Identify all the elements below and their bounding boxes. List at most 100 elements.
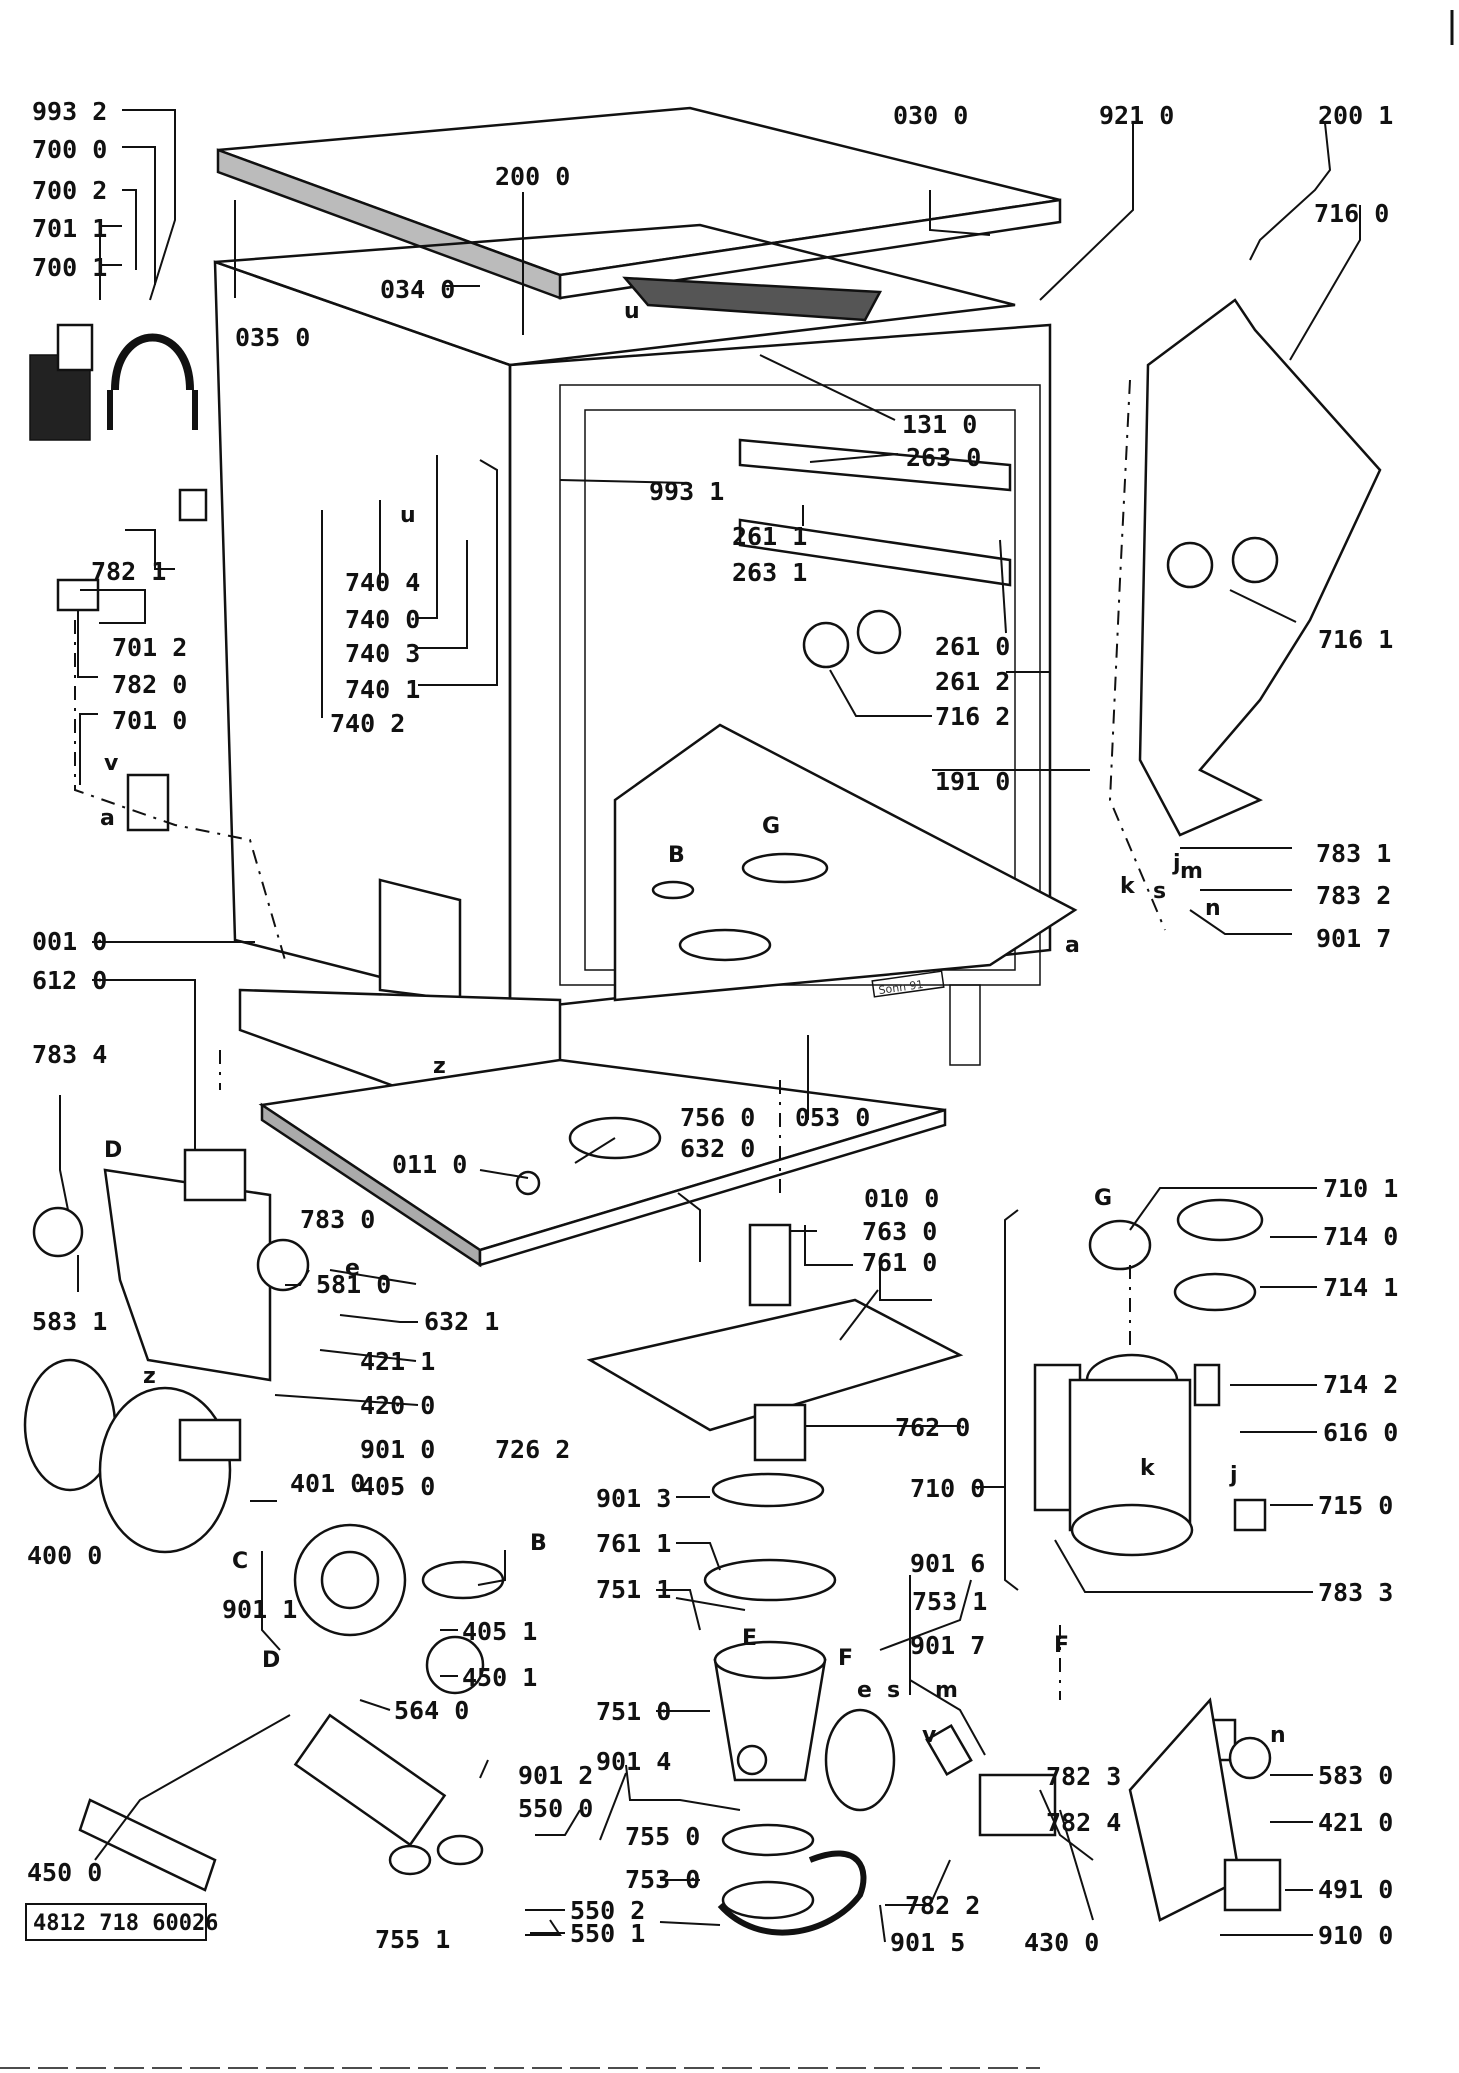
label-782-1: 782 1 (91, 557, 166, 586)
label-714-2: 714 2 (1323, 1370, 1398, 1399)
letter-n: n (1270, 1723, 1286, 1748)
label-200-0: 200 0 (495, 162, 570, 191)
label-753-0: 753 0 (625, 1865, 700, 1894)
label-700-0: 700 0 (32, 135, 107, 164)
label-740-1: 740 1 (345, 675, 420, 704)
label-263-0: 263 0 (906, 443, 981, 472)
label-421-0: 421 0 (1318, 1808, 1393, 1837)
letter-m: m (1180, 859, 1203, 884)
label-763-0: 763 0 (862, 1217, 937, 1246)
label-261-0: 261 0 (935, 632, 1010, 661)
label-401-0: 401 0 (290, 1469, 365, 1498)
label-715-0: 715 0 (1318, 1491, 1393, 1520)
letter-B: B (530, 1531, 547, 1556)
letter-n: n (1205, 896, 1221, 921)
label-751-1: 751 1 (596, 1575, 671, 1604)
label-131-0: 131 0 (902, 410, 977, 439)
label-491-0: 491 0 (1318, 1875, 1393, 1904)
label-612-0: 612 0 (32, 966, 107, 995)
label-564-0: 564 0 (394, 1696, 469, 1725)
sump-assembly (586, 1223, 964, 1936)
label-782-4: 782 4 (1046, 1808, 1121, 1837)
letter-D: D (262, 1648, 280, 1673)
left-hose-assembly (29, 323, 208, 832)
letter-C: C (232, 1549, 248, 1574)
label-701-2: 701 2 (112, 633, 187, 662)
letter-j: j (1229, 1463, 1238, 1488)
letter-u: u (624, 299, 640, 324)
label-632-1: 632 1 (424, 1307, 499, 1336)
label-581-0: 581 0 (316, 1270, 391, 1299)
label-726-2: 726 2 (495, 1435, 570, 1464)
leader-lines (59, 109, 1361, 1943)
label-035-0: 035 0 (235, 323, 310, 352)
label-550-2: 550 2 (570, 1896, 645, 1925)
connection-letters: u u v a B G j k s m n a z z D D e e C B … (100, 299, 1286, 1748)
letter-E: E (742, 1626, 757, 1651)
document-reference-number: 4812 718 60026 (33, 1911, 218, 1936)
label-714-0: 714 0 (1323, 1222, 1398, 1251)
label-716-1: 716 1 (1318, 625, 1393, 654)
label-001-0: 001 0 (32, 927, 107, 956)
heater-tube (293, 1713, 484, 1876)
letter-e: e (857, 1678, 872, 1703)
label-632-0: 632 0 (680, 1134, 755, 1163)
label-030-0: 030 0 (893, 101, 968, 130)
label-761-1: 761 1 (596, 1529, 671, 1558)
label-550-0: 550 0 (518, 1794, 593, 1823)
label-716-2: 716 2 (935, 702, 1010, 731)
label-783-4: 783 4 (32, 1040, 107, 1069)
label-901-5: 901 5 (890, 1928, 965, 1957)
drawing-stamp: Sonn 91 (871, 970, 945, 998)
label-901-7b: 901 7 (910, 1631, 985, 1660)
document-reference-box: 4812 718 60026 (25, 1903, 218, 1941)
label-261-1: 261 1 (732, 522, 807, 551)
label-901-4: 901 4 (596, 1747, 671, 1776)
letter-F: F (1054, 1633, 1069, 1658)
cabinet-body (213, 223, 1078, 1132)
valve-and-bracket (824, 1697, 1282, 1922)
label-450-0: 450 0 (27, 1858, 102, 1887)
letter-a: a (100, 806, 115, 831)
label-993-2: 993 2 (32, 97, 107, 126)
letter-a: a (1065, 933, 1080, 958)
label-782-2: 782 2 (905, 1891, 980, 1920)
letter-k: k (1120, 874, 1136, 899)
letter-e: e (345, 1256, 360, 1281)
label-710-1: 710 1 (1323, 1174, 1398, 1203)
label-420-0: 420 0 (360, 1391, 435, 1420)
motor-pump (23, 1358, 505, 1892)
label-783-3: 783 3 (1318, 1578, 1393, 1607)
label-740-3: 740 3 (345, 639, 420, 668)
label-701-0: 701 0 (112, 706, 187, 735)
letter-s: s (1153, 879, 1166, 904)
letter-s: s (887, 1678, 900, 1703)
label-740-4: 740 4 (345, 568, 420, 597)
label-910-0: 910 0 (1318, 1921, 1393, 1950)
label-740-0: 740 0 (345, 605, 420, 634)
label-405-0: 405 0 (360, 1472, 435, 1501)
label-901-6: 901 6 (910, 1549, 985, 1578)
label-901-2: 901 2 (518, 1761, 593, 1790)
label-783-0: 783 0 (300, 1205, 375, 1234)
letter-j: j (1172, 851, 1181, 876)
label-714-1: 714 1 (1323, 1273, 1398, 1302)
label-191-0: 191 0 (935, 767, 1010, 796)
letter-v: v (104, 751, 119, 776)
label-450-1: 450 1 (462, 1663, 537, 1692)
label-921-0: 921 0 (1099, 101, 1174, 130)
label-430-0: 430 0 (1024, 1928, 1099, 1957)
label-200-1: 200 1 (1318, 101, 1393, 130)
label-583-0: 583 0 (1318, 1761, 1393, 1790)
label-753-1: 753 1 (912, 1587, 987, 1616)
label-783-2: 783 2 (1316, 881, 1391, 910)
letter-G: G (762, 814, 780, 839)
label-010-0: 010 0 (864, 1184, 939, 1213)
label-716-0: 716 0 (1314, 199, 1389, 228)
label-053-0: 053 0 (795, 1103, 870, 1132)
label-034-0: 034 0 (380, 275, 455, 304)
label-701-1: 701 1 (32, 214, 107, 243)
letter-z: z (433, 1054, 446, 1079)
label-761-0: 761 0 (862, 1248, 937, 1277)
